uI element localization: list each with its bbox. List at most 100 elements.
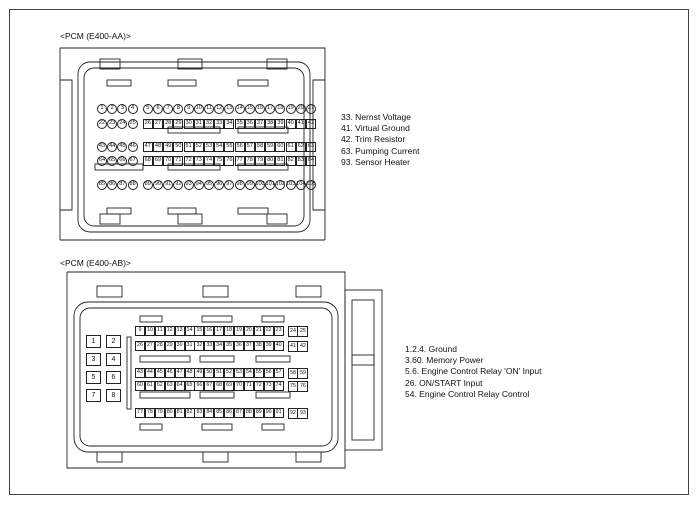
pin-70: 70 xyxy=(163,156,174,166)
pin-67: 67 xyxy=(204,381,215,391)
pin-71: 71 xyxy=(173,156,184,166)
pin-49: 49 xyxy=(163,142,174,152)
pin-22: 22 xyxy=(263,326,274,336)
pin-28: 28 xyxy=(154,341,165,351)
pin-101: 101 xyxy=(265,180,276,190)
pin-86: 86 xyxy=(224,408,235,418)
legend-a-item: 41. Virtual Ground xyxy=(341,123,410,134)
pin-13: 13 xyxy=(174,326,185,336)
pin-80: 80 xyxy=(265,156,276,166)
pin-8: 8 xyxy=(106,389,121,402)
connector-b-title: <PCM (E400-AB)> xyxy=(60,258,131,268)
pin-67: 67 xyxy=(127,156,138,166)
pin-48: 48 xyxy=(184,368,195,378)
pin-25: 25 xyxy=(297,326,309,337)
pin-40: 40 xyxy=(285,119,296,129)
pin-79: 79 xyxy=(154,408,165,418)
pin-69: 69 xyxy=(224,381,235,391)
pin-2: 2 xyxy=(107,104,118,114)
pin-95: 95 xyxy=(204,180,214,190)
pin-31: 31 xyxy=(193,119,204,129)
pin-105: 105 xyxy=(306,180,316,190)
pin-12: 12 xyxy=(164,326,175,336)
pin-43: 43 xyxy=(97,142,107,152)
pin-96: 96 xyxy=(214,180,225,190)
pin-9: 9 xyxy=(135,326,145,336)
pin-79: 79 xyxy=(255,156,265,166)
pin-56: 56 xyxy=(234,142,245,152)
pin-10: 10 xyxy=(144,326,155,336)
pin-17: 17 xyxy=(265,104,276,114)
pin-83: 83 xyxy=(295,156,306,166)
pin-38: 38 xyxy=(253,341,264,351)
pin-74: 74 xyxy=(204,156,214,166)
legend-b-item: 26. ON/START Input xyxy=(405,377,483,388)
pin-60: 60 xyxy=(275,142,286,152)
pin-27: 27 xyxy=(144,341,155,351)
pin-47: 47 xyxy=(174,368,185,378)
pin-94: 94 xyxy=(193,180,204,190)
pin-42: 42 xyxy=(297,341,309,352)
pin-15: 15 xyxy=(244,104,255,114)
pin-82: 82 xyxy=(184,408,195,418)
pin-7: 7 xyxy=(163,104,174,114)
pin-84: 84 xyxy=(204,408,215,418)
pin-102: 102 xyxy=(275,180,286,190)
pin-92: 92 xyxy=(173,180,184,190)
pin-7: 7 xyxy=(86,389,101,402)
legend-a-item: 63. Pumping Current xyxy=(341,145,420,156)
pin-48: 48 xyxy=(153,142,163,152)
pin-57: 57 xyxy=(273,368,284,378)
pin-12: 12 xyxy=(214,104,225,114)
pin-99: 99 xyxy=(244,180,255,190)
pin-66: 66 xyxy=(194,381,205,391)
pin-72: 72 xyxy=(183,156,194,166)
pin-74: 74 xyxy=(273,381,284,391)
pin-36: 36 xyxy=(234,341,244,351)
pin-1: 1 xyxy=(97,104,107,114)
pin-3: 3 xyxy=(117,104,128,114)
pin-81: 81 xyxy=(275,156,286,166)
pin-34: 34 xyxy=(214,341,225,351)
pin-32: 32 xyxy=(204,119,214,129)
pin-4: 4 xyxy=(127,104,138,114)
pin-4: 4 xyxy=(106,353,121,366)
pin-72: 72 xyxy=(253,381,264,391)
pin-68: 68 xyxy=(142,156,153,166)
pin-21: 21 xyxy=(306,104,316,114)
pin-52: 52 xyxy=(193,142,204,152)
legend-b-item: 54. Engine Control Relay Control xyxy=(405,388,530,399)
pin-17: 17 xyxy=(214,326,225,336)
pin-30: 30 xyxy=(183,119,194,129)
pin-70: 70 xyxy=(234,381,244,391)
pin-56: 56 xyxy=(263,368,274,378)
pin-93: 93 xyxy=(297,408,309,419)
pin-1: 1 xyxy=(86,335,101,348)
pin-89: 89 xyxy=(253,408,264,418)
pin-64: 64 xyxy=(174,381,185,391)
legend-b-item: 3.60. Memory Power xyxy=(405,355,484,366)
legend-a-item: 93. Sensor Heater xyxy=(341,156,410,167)
pin-87: 87 xyxy=(117,180,128,190)
pin-41: 41 xyxy=(295,119,306,129)
pin-90: 90 xyxy=(263,408,274,418)
pin-87: 87 xyxy=(234,408,244,418)
pin-15: 15 xyxy=(194,326,205,336)
pin-5: 5 xyxy=(142,104,153,114)
pin-82: 82 xyxy=(285,156,296,166)
pin-39: 39 xyxy=(263,341,274,351)
pin-33: 33 xyxy=(214,119,225,129)
pin-97: 97 xyxy=(224,180,235,190)
pin-65: 65 xyxy=(107,156,118,166)
pin-77: 77 xyxy=(234,156,245,166)
pin-51: 51 xyxy=(183,142,194,152)
pin-50: 50 xyxy=(173,142,184,152)
pin-2: 2 xyxy=(106,335,121,348)
pin-76: 76 xyxy=(297,381,309,392)
pin-76: 76 xyxy=(224,156,235,166)
pin-54: 54 xyxy=(243,368,254,378)
pin-20: 20 xyxy=(243,326,254,336)
pin-86: 86 xyxy=(107,180,118,190)
pin-55: 55 xyxy=(224,142,235,152)
